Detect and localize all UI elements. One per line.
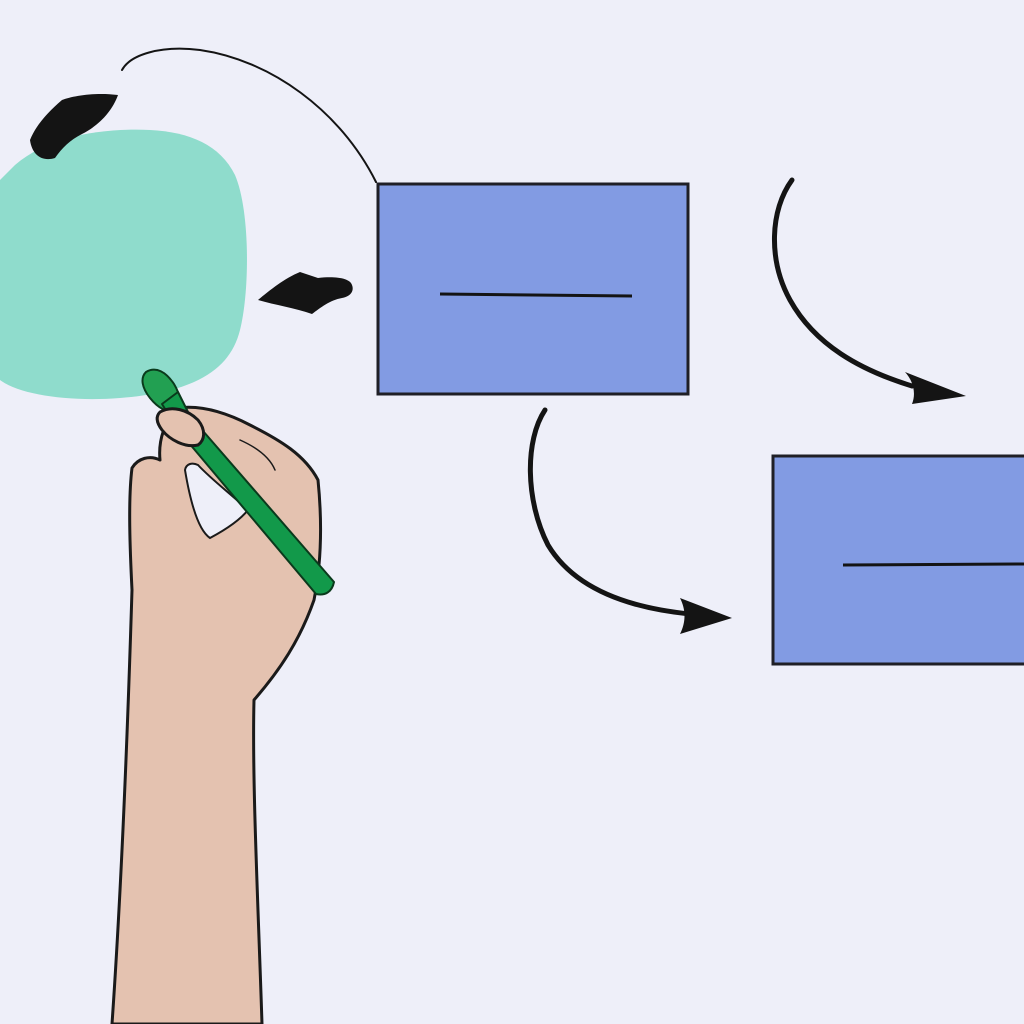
blob-node <box>0 129 247 400</box>
arc-connector-bottom <box>527 407 693 617</box>
green-marker-icon <box>177 415 335 596</box>
thumb-icon <box>155 407 206 448</box>
arrowhead-top-left-icon <box>30 93 118 160</box>
knuckle-line-icon <box>239 439 276 471</box>
arc-connector-right <box>772 177 915 389</box>
arc-connector-top <box>121 47 377 183</box>
box-top-divider <box>439 292 633 298</box>
box-bottom-divider <box>842 562 1024 567</box>
arrowhead-right-icon <box>905 372 966 404</box>
arrowhead-bottom-icon <box>680 598 732 634</box>
arrow-box-to-blob-icon <box>258 272 353 314</box>
box-node-bottom-right <box>771 454 1024 666</box>
hand-holding-pen-icon <box>110 368 335 1024</box>
box-node-top <box>376 182 690 396</box>
forearm-icon <box>110 405 323 1024</box>
